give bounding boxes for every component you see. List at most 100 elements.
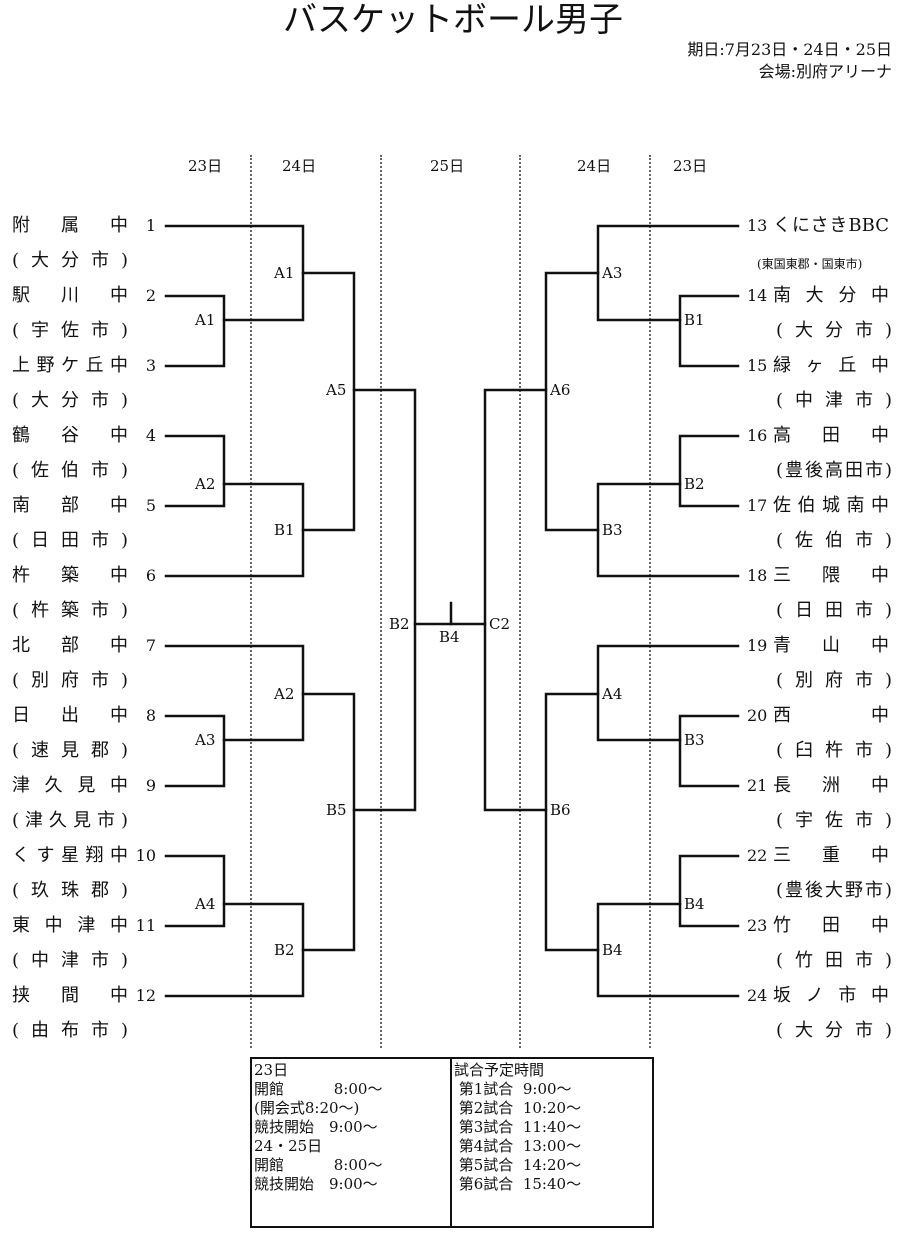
schedule-line: 24・25日 [254,1137,323,1155]
game-label: B1 [684,311,705,329]
game-label: B1 [274,521,295,539]
bracket-line [483,388,548,812]
schedule-line: 第5試合 14:20～ [454,1156,582,1174]
bracket-line [164,714,226,788]
team-city-text: (別府市) [776,670,892,691]
game-label: A2 [274,685,295,703]
team-city-text: (大分市) [776,320,892,341]
event-date: 期日:7月23日・24日・25日 [687,40,892,59]
team-name: 日出中 [12,705,128,726]
schedule-box: 23日 開館 8:00～ (開会式8:20～) 競技開始 9:00～ 24・25… [250,1057,654,1228]
team-name: 高田中 [773,425,889,446]
team-seed: 22 [747,846,768,865]
team-city-text: (別府市) [12,670,128,691]
team-seed: 9 [145,776,156,795]
team-city: (中津市) [12,949,128,973]
team-seed: 21 [747,776,768,795]
team-city: (速見郡) [12,739,128,763]
team-seed: 11 [135,916,156,935]
team-city: (大分市) [12,389,128,413]
team-city: (宇佐市) [12,319,128,343]
bracket-line [301,692,356,952]
team-city: (大分市) [776,1019,892,1043]
schedule-line: 第2試合 10:20～ [454,1099,582,1117]
team-city-text: (大分市) [12,390,128,411]
bracket-line [678,434,740,508]
game-label: A4 [602,685,623,703]
team-city: (豊後高田市) [776,459,892,483]
team-seed: 17 [747,496,768,515]
team-seed: 4 [145,426,156,445]
schedule-line: 競技開始 9:00～ [254,1175,378,1193]
game-label: A1 [274,264,295,282]
bracket-line [678,854,740,928]
team-seed: 20 [747,706,768,725]
game-label: A4 [195,895,216,913]
team-city: (日田市) [12,529,128,553]
bracket-line [596,902,740,998]
bracket-line [164,434,226,508]
team-name: 駅川中 [12,285,128,306]
team-city: (別府市) [776,669,892,693]
team-seed: 18 [747,566,768,585]
page-title: バスケットボール男子 [283,0,623,40]
game-label: B2 [684,475,705,493]
team-city: (由布市) [12,1019,128,1043]
team-name: 佐伯城南中 [773,495,889,516]
day-header-left-24: 24日 [282,157,317,175]
team-city-text: (豊後高田市) [776,460,892,481]
team-city-text: (佐伯市) [12,460,128,481]
team-name: 津久見中 [12,775,128,796]
team-city: (日田市) [776,599,892,623]
team-city-text: (津久見市) [12,810,128,831]
team-city-text: (豊後大野市) [776,880,892,901]
bracket-line [596,482,740,578]
team-city-text: (由布市) [12,1020,128,1041]
team-entry: 23 竹田中 [747,914,889,938]
team-city-text: (日田市) [12,530,128,551]
schedule-line: 23日 [254,1061,289,1079]
team-city: (津久見市) [12,809,128,833]
schedule-line: 試合予定時間 [454,1061,545,1079]
day-divider [649,155,651,1048]
team-seed: 3 [145,356,156,375]
team-city-text: (臼杵市) [776,740,892,761]
team-city-text: (竹田市) [776,950,892,971]
team-seed: 10 [135,846,156,865]
team-name: 竹田中 [773,915,889,936]
event-venue: 会場:別府アリーナ [758,62,892,81]
team-city-text: (宇佐市) [12,320,128,341]
team-city-text: (玖珠郡) [12,880,128,901]
game-label: A3 [602,264,623,282]
day-header-center-25: 25日 [430,157,465,175]
game-label: B5 [326,801,347,819]
team-name: くす星翔中 [12,845,128,866]
game-label: B4 [602,941,623,959]
team-seed: 13 [747,216,768,235]
schedule-line: (開会式8:20～) [254,1099,360,1117]
game-label: B4 [684,895,705,913]
team-seed: 23 [747,916,768,935]
team-name: 南大分中 [773,285,889,306]
team-name: 南部中 [12,495,128,516]
team-name: 挟間中 [12,985,128,1006]
team-name: 上野ケ丘中 [12,355,128,376]
team-name: 坂ノ市中 [773,985,889,1006]
bracket-line [164,294,226,368]
team-name: 緑ヶ丘中 [773,355,889,376]
team-city-text: (中津市) [12,950,128,971]
game-label: A3 [195,731,216,749]
bracket-line [678,714,740,788]
bracket-line [301,271,356,532]
